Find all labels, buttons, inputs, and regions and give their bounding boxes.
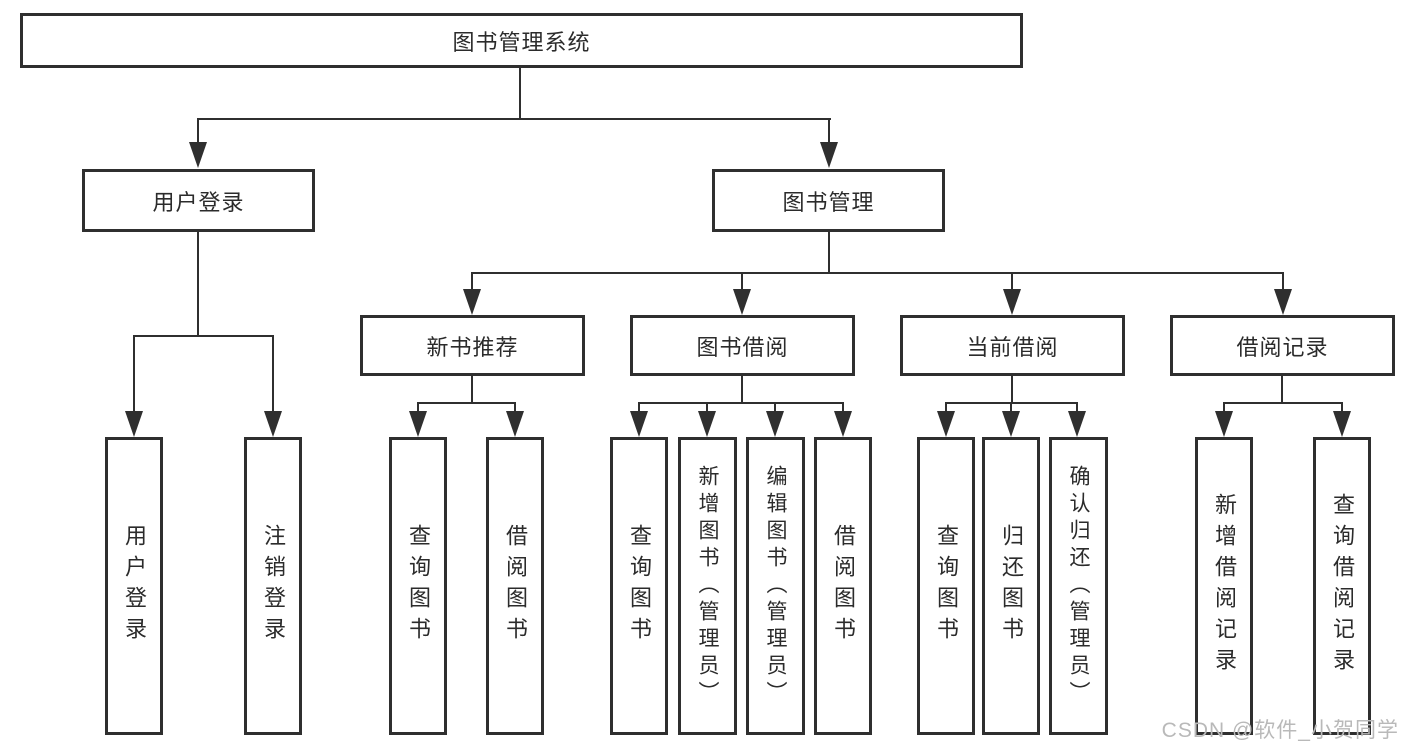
arrowhead-down-icon: [937, 411, 955, 437]
connector-drop-bb-add: [706, 402, 708, 414]
connector-drop-book-mgmt: [828, 118, 830, 144]
arrowhead-down-icon: [733, 289, 751, 315]
connector-drop-br-query: [1341, 402, 1343, 414]
arrowhead-down-icon: [1068, 411, 1086, 437]
connector-drop-bb-query: [638, 402, 640, 414]
leaf-cb-query-book: 查询图书: [917, 437, 975, 735]
connector-current-borrow-stem: [1011, 376, 1013, 404]
arrowhead-down-icon: [506, 411, 524, 437]
leaf-bb-edit-book-admin: 编辑图书（管理员）: [746, 437, 805, 735]
connector-drop-cb-confirm: [1076, 402, 1078, 414]
arrowhead-down-icon: [820, 142, 838, 168]
arrowhead-down-icon: [698, 411, 716, 437]
node-user-login: 用户登录: [82, 169, 315, 232]
leaf-nb-query-book: 查询图书: [389, 437, 447, 735]
leaf-bb-add-book-admin: 新增图书（管理员）: [678, 437, 737, 735]
connector-drop-book-borrow: [741, 272, 743, 292]
connector-drop-cb-return: [1010, 402, 1012, 414]
arrowhead-down-icon: [463, 289, 481, 315]
connector-book-mgmt-hbar: [471, 272, 1284, 274]
arrowhead-down-icon: [189, 142, 207, 168]
arrowhead-down-icon: [1274, 289, 1292, 315]
node-new-book: 新书推荐: [360, 315, 585, 376]
arrowhead-down-icon: [630, 411, 648, 437]
leaf-logout: 注销登录: [244, 437, 302, 735]
node-book-borrow: 图书借阅: [630, 315, 855, 376]
connector-book-borrow-stem: [741, 376, 743, 404]
arrowhead-down-icon: [766, 411, 784, 437]
leaf-nb-borrow-book: 借阅图书: [486, 437, 544, 735]
leaf-br-add-record: 新增借阅记录: [1195, 437, 1253, 735]
node-current-borrow: 当前借阅: [900, 315, 1125, 376]
node-book-mgmt: 图书管理: [712, 169, 945, 232]
connector-new-book-stem: [471, 376, 473, 404]
connector-drop-bb-edit: [774, 402, 776, 414]
node-root: 图书管理系统: [20, 13, 1023, 68]
connector-drop-new-book: [471, 272, 473, 292]
arrowhead-down-icon: [1333, 411, 1351, 437]
arrowhead-down-icon: [1003, 289, 1021, 315]
node-borrow-record: 借阅记录: [1170, 315, 1395, 376]
connector-drop-nb-query: [417, 402, 419, 414]
arrowhead-down-icon: [1002, 411, 1020, 437]
leaf-user-login: 用户登录: [105, 437, 163, 735]
connector-user-login-stem: [197, 232, 199, 337]
connector-user-login-hbar: [133, 335, 274, 337]
connector-drop-br-add: [1223, 402, 1225, 414]
connector-drop-bb-borrow: [842, 402, 844, 414]
connector-root-hbar: [197, 118, 831, 120]
leaf-bb-borrow-book: 借阅图书: [814, 437, 872, 735]
leaf-bb-query-book: 查询图书: [610, 437, 668, 735]
connector-drop-ul-login: [133, 335, 135, 413]
connector-drop-nb-borrow: [514, 402, 516, 414]
leaf-br-query-record: 查询借阅记录: [1313, 437, 1371, 735]
connector-book-mgmt-stem: [828, 232, 830, 274]
connector-borrow-record-hbar: [1223, 402, 1343, 404]
arrowhead-down-icon: [834, 411, 852, 437]
arrowhead-down-icon: [125, 411, 143, 437]
connector-drop-current-borrow: [1011, 272, 1013, 292]
csdn-watermark: CSDN @软件_小贺同学: [1161, 719, 1399, 742]
connector-book-borrow-hbar: [638, 402, 844, 404]
connector-drop-ul-logout: [272, 335, 274, 413]
arrowhead-down-icon: [1215, 411, 1233, 437]
connector-borrow-record-stem: [1281, 376, 1283, 404]
connector-drop-cb-query: [945, 402, 947, 414]
leaf-cb-confirm-return-admin: 确认归还（管理员）: [1049, 437, 1108, 735]
connector-root-stem: [519, 68, 521, 119]
leaf-cb-return-book: 归还图书: [982, 437, 1040, 735]
arrowhead-down-icon: [264, 411, 282, 437]
arrowhead-down-icon: [409, 411, 427, 437]
connector-drop-borrow-record: [1282, 272, 1284, 292]
connector-new-book-hbar: [417, 402, 516, 404]
connector-drop-user-login: [197, 118, 199, 144]
